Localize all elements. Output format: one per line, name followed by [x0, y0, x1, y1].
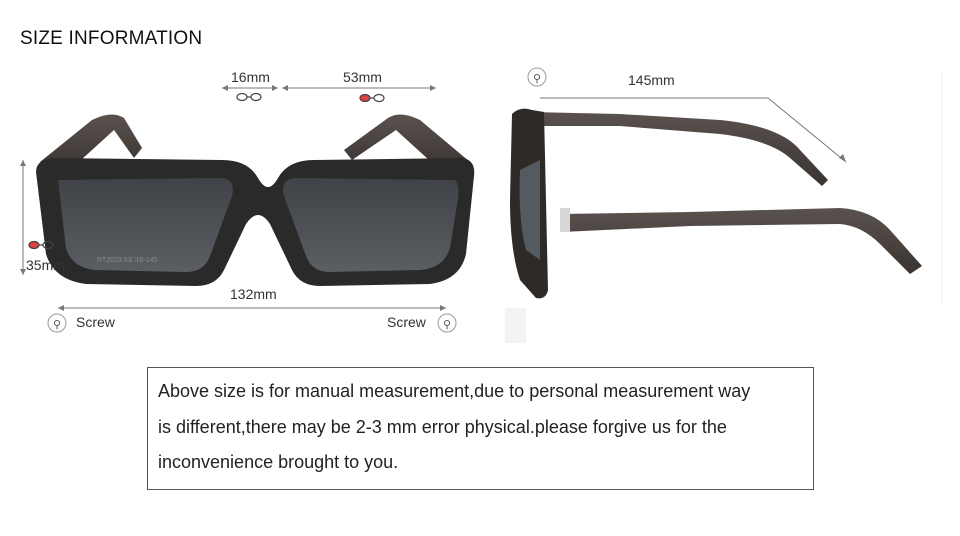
svg-text:⚲: ⚲ [53, 319, 61, 331]
lens-width-label: 53mm [343, 69, 382, 85]
left-lens [58, 178, 233, 272]
placeholder-block [505, 308, 526, 343]
right-temple [344, 114, 470, 170]
page-title: SIZE INFORMATION [20, 28, 203, 49]
note-line: inconvenience brought to you. [158, 452, 399, 472]
left-temple [40, 114, 142, 170]
glasses-icon [236, 92, 262, 102]
frame-width-label: 132mm [230, 286, 277, 302]
temple-length-label: 145mm [628, 72, 675, 88]
glasses-icon [359, 93, 385, 103]
dimension-arrows [20, 85, 446, 311]
right-lens [283, 178, 459, 272]
screw-label-left: Screw [76, 314, 115, 330]
bridge-width-label: 16mm [231, 69, 270, 85]
screw-icon: ⚲ [527, 67, 547, 87]
screw-label-right: Screw [387, 314, 426, 330]
note-line: Above size is for manual measurement,due… [158, 381, 751, 401]
screw-icon: ⚲ [437, 313, 457, 333]
lens-height-label: 35mm [26, 257, 65, 273]
screw-icon: ⚲ [47, 313, 67, 333]
glasses-icon [28, 240, 54, 250]
front-glasses: RT2023 53□16-145 [36, 114, 475, 286]
dimension-lines [22, 87, 446, 309]
svg-text:⚲: ⚲ [443, 319, 451, 331]
measurement-note: Above size is for manual measurement,due… [147, 367, 814, 490]
svg-text:⚲: ⚲ [533, 73, 541, 85]
note-line: is different,there may be 2-3 mm error p… [158, 416, 727, 437]
side-glasses [510, 97, 922, 299]
temple-print: RT2023 53□16-145 [97, 257, 158, 264]
